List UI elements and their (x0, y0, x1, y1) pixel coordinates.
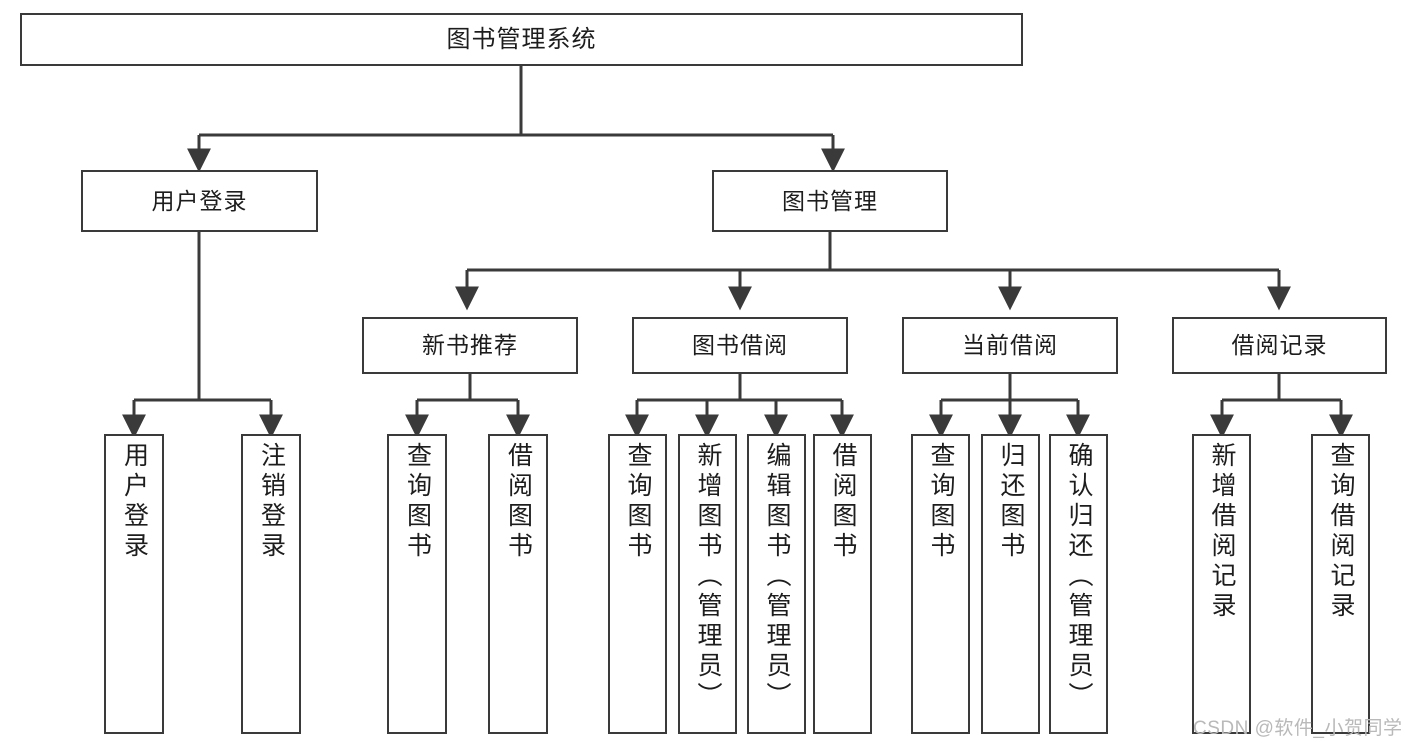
node-borrow-record[interactable]: 借阅记录 (1172, 317, 1387, 374)
leaf-query-book-borrow[interactable]: 查询图书 (608, 434, 667, 734)
leaf-add-borrow-record-label: 新增借阅记录 (1208, 442, 1236, 622)
leaf-confirm-return-admin-label: 确认归还（管理员） (1065, 442, 1093, 712)
leaf-user-login-label: 用户登录 (120, 442, 149, 562)
node-new-book-recommend[interactable]: 新书推荐 (362, 317, 578, 374)
leaf-query-book-new[interactable]: 查询图书 (387, 434, 447, 734)
node-user-login-label: 用户登录 (151, 187, 248, 214)
leaf-confirm-return-admin[interactable]: 确认归还（管理员） (1049, 434, 1108, 734)
node-book-management-label: 图书管理 (782, 187, 878, 214)
leaf-logout-label: 注销登录 (257, 442, 286, 562)
leaf-add-book-admin[interactable]: 新增图书（管理员） (678, 434, 737, 734)
leaf-edit-book-admin-label: 编辑图书（管理员） (763, 442, 791, 712)
leaf-borrow-book-new-label: 借阅图书 (504, 442, 533, 562)
leaf-query-book-borrow-label: 查询图书 (624, 442, 652, 562)
leaf-query-book-new-label: 查询图书 (403, 442, 432, 562)
leaf-query-book-current[interactable]: 查询图书 (911, 434, 970, 734)
node-current-borrow[interactable]: 当前借阅 (902, 317, 1118, 374)
leaf-borrow-book-label: 借阅图书 (829, 442, 857, 562)
node-user-login[interactable]: 用户登录 (81, 170, 318, 232)
leaf-borrow-book-new[interactable]: 借阅图书 (488, 434, 548, 734)
leaf-return-book[interactable]: 归还图书 (981, 434, 1040, 734)
node-current-borrow-label: 当前借阅 (962, 332, 1058, 359)
leaf-query-borrow-record[interactable]: 查询借阅记录 (1311, 434, 1370, 734)
leaf-add-borrow-record[interactable]: 新增借阅记录 (1192, 434, 1251, 734)
node-new-book-recommend-label: 新书推荐 (422, 332, 518, 359)
leaf-add-book-admin-label: 新增图书（管理员） (694, 442, 722, 712)
leaf-user-login[interactable]: 用户登录 (104, 434, 164, 734)
node-borrow-record-label: 借阅记录 (1231, 332, 1328, 359)
node-book-management[interactable]: 图书管理 (712, 170, 948, 232)
watermark: CSDN @软件_小贺同学 (1193, 718, 1403, 739)
node-root-label: 图书管理系统 (446, 25, 597, 53)
leaf-edit-book-admin[interactable]: 编辑图书（管理员） (747, 434, 806, 734)
node-book-borrow[interactable]: 图书借阅 (632, 317, 848, 374)
leaf-logout[interactable]: 注销登录 (241, 434, 301, 734)
node-book-borrow-label: 图书借阅 (692, 332, 788, 359)
node-root[interactable]: 图书管理系统 (20, 13, 1023, 66)
leaf-borrow-book[interactable]: 借阅图书 (813, 434, 872, 734)
leaf-return-book-label: 归还图书 (997, 442, 1025, 562)
leaf-query-book-current-label: 查询图书 (927, 442, 955, 562)
leaf-query-borrow-record-label: 查询借阅记录 (1327, 442, 1355, 622)
